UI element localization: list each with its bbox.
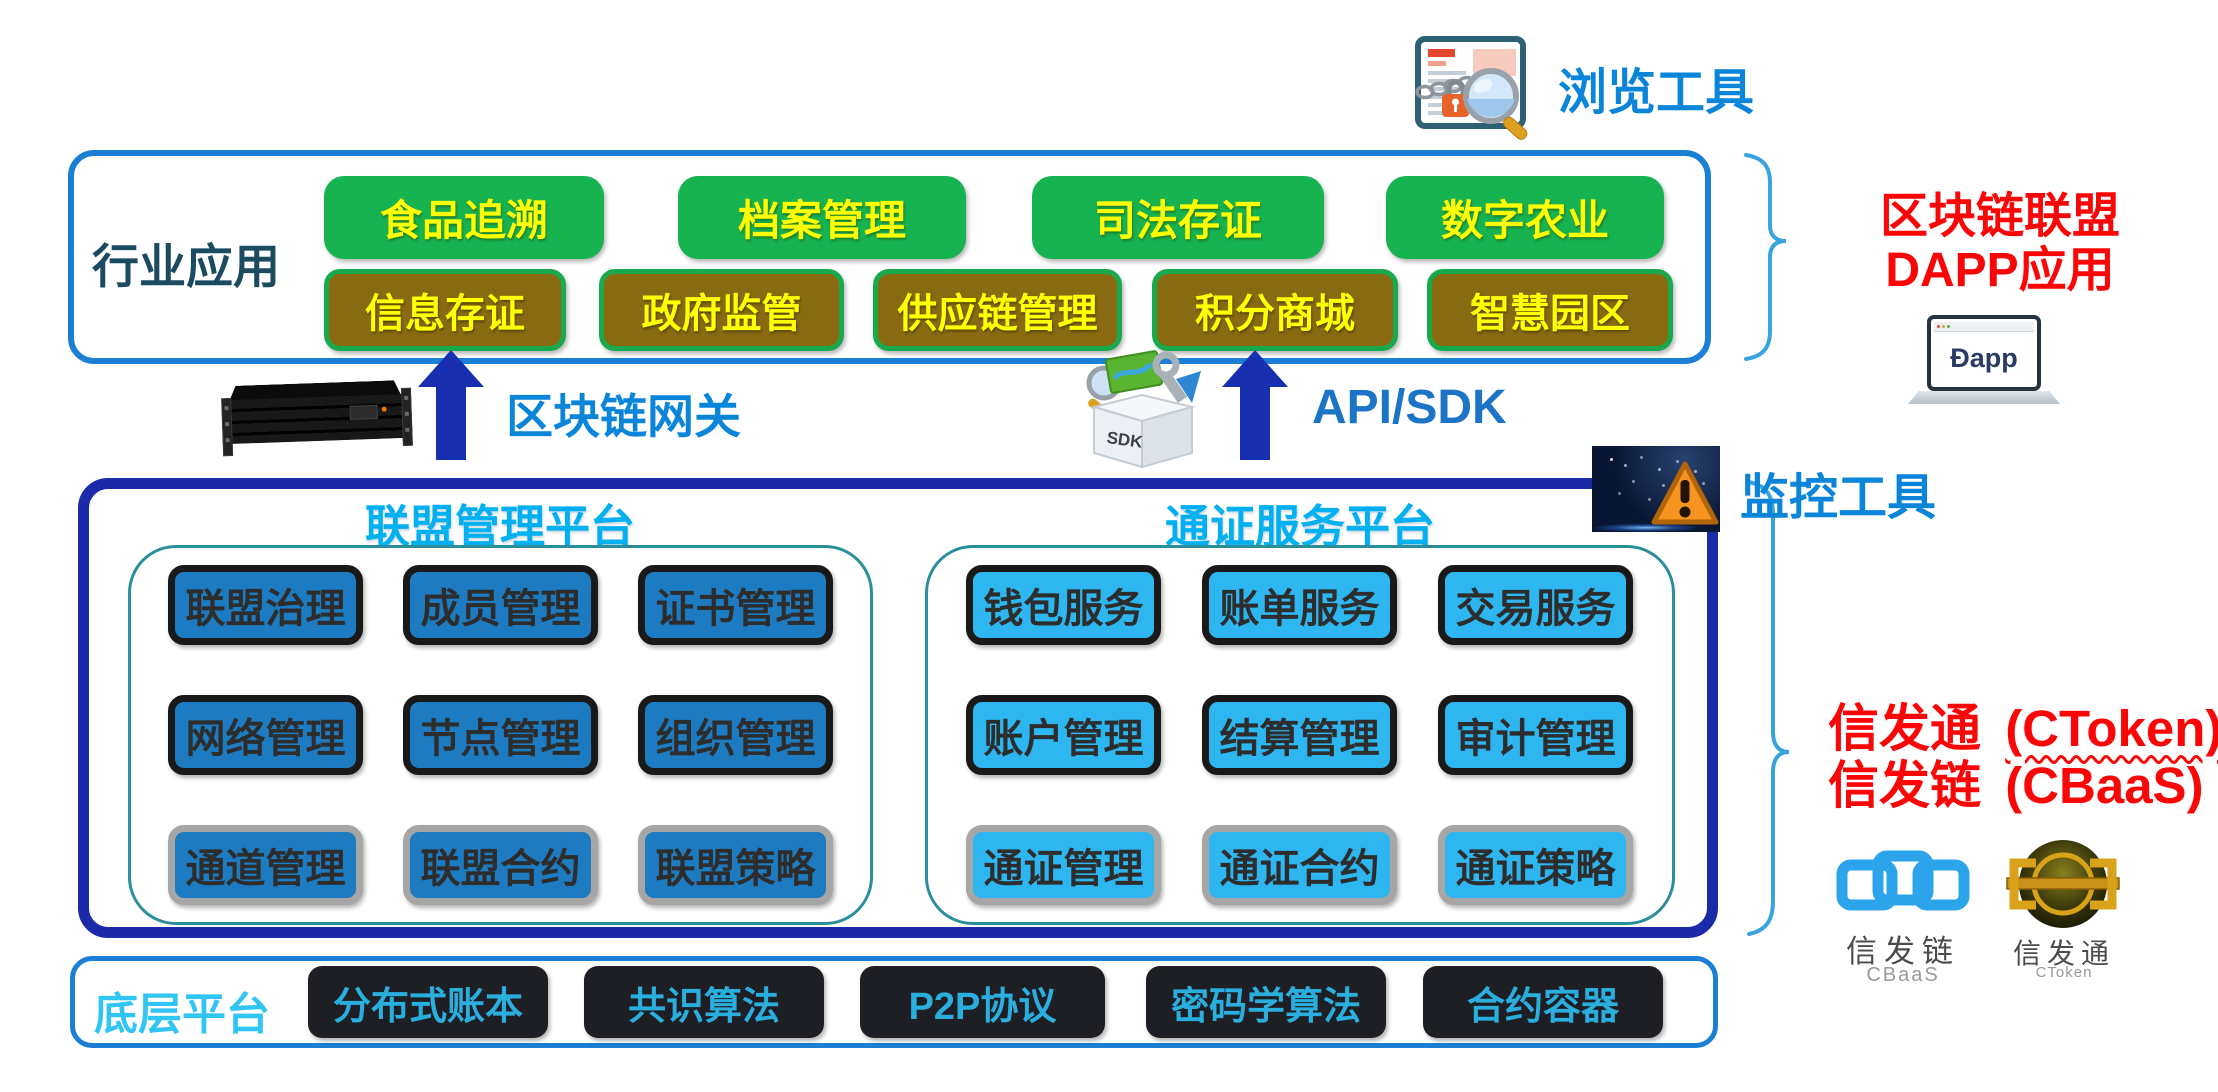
sdk-box-icon: SDK	[1086, 350, 1201, 469]
alliance-chip-channel-management: 通道管理	[168, 825, 363, 905]
base-chip-cryptography-algorithm: 密码学算法	[1146, 966, 1386, 1038]
alliance-chip-node-management: 节点管理	[403, 695, 598, 775]
alliance-chip-network-management: 网络管理	[168, 695, 363, 775]
token-chip-token-policy: 通证策略	[1438, 825, 1633, 905]
token-chip-billing-service: 账单服务	[1202, 565, 1397, 645]
app-chip-judicial-deposit: 司法存证	[1032, 176, 1324, 259]
token-chip-token-contract: 通证合约	[1202, 825, 1397, 905]
dapp-annotation-line1: 区块链联盟	[1879, 190, 2120, 243]
api-sdk-label: API/SDK	[1312, 381, 1507, 434]
cbaas-chain-logo	[1836, 850, 1970, 911]
app-chip-points-mall: 积分商城	[1152, 269, 1398, 351]
dapp-laptop-icon: Ðapp	[1908, 315, 2060, 405]
gateway-up-arrow	[418, 350, 484, 460]
token-chip-audit-management: 审计管理	[1438, 695, 1633, 775]
token-chip-token-management: 通证管理	[966, 825, 1161, 905]
laptop-screen: Ðapp	[1927, 315, 2041, 391]
alliance-chip-alliance-policy: 联盟策略	[638, 825, 833, 905]
base-chip-consensus-algorithm: 共识算法	[584, 966, 824, 1038]
product-annotation: 信发通 (CToken) 信发链 (CBaaS)	[1828, 700, 2218, 814]
product-annotation-line1: 信发通 (CToken)	[1828, 700, 2218, 757]
app-chip-food-traceability: 食品追溯	[324, 176, 604, 259]
alliance-chip-organization-management: 组织管理	[638, 695, 833, 775]
industry-applications-label: 行业应用	[92, 240, 280, 293]
laptop-dapp-label: Ðapp	[1950, 343, 2018, 373]
browse-tool-label: 浏览工具	[1558, 66, 1755, 120]
token-chip-account-management: 账户管理	[966, 695, 1161, 775]
server-icon	[221, 378, 414, 465]
cbaas-logo-name: 信发链	[1846, 934, 1960, 969]
token-chip-settlement-management: 结算管理	[1202, 695, 1397, 775]
cbaas-logo-subtitle: CBaaS	[1866, 964, 1940, 986]
alliance-chip-member-management: 成员管理	[403, 565, 598, 645]
alliance-platform-title: 联盟管理平台	[364, 501, 635, 552]
app-chip-smart-park: 智慧园区	[1427, 269, 1673, 351]
token-chip-wallet-service: 钱包服务	[966, 565, 1161, 645]
browser-tool-icon	[1415, 36, 1528, 140]
app-chip-archive-management: 档案管理	[678, 176, 966, 259]
laptop-browser-bar	[1934, 322, 2034, 332]
token-platform-title: 通证服务平台	[1164, 501, 1435, 552]
gateway-label: 区块链网关	[506, 390, 741, 443]
dapp-annotation: 区块链联盟 DAPP应用	[1855, 190, 2145, 298]
warning-icon	[1651, 461, 1719, 525]
app-chip-info-deposit: 信息存证	[324, 269, 566, 351]
industry-brace-icon	[1744, 153, 1787, 361]
alliance-chip-governance: 联盟治理	[168, 565, 363, 645]
app-chip-digital-agriculture: 数字农业	[1386, 176, 1664, 259]
monitor-tool-label: 监控工具	[1740, 471, 1937, 525]
ctoken-logo-subtitle: CToken	[2035, 964, 2093, 981]
sdk-box-label: SDK	[1106, 428, 1145, 452]
ctoken-gold-logo	[2006, 840, 2120, 928]
alliance-chip-certificate-management: 证书管理	[638, 565, 833, 645]
ctoken-logo-name: 信发通	[2012, 938, 2115, 969]
app-chip-government-supervision: 政府监管	[599, 269, 844, 351]
dapp-annotation-line2: DAPP应用	[1885, 243, 2115, 297]
token-chip-transaction-service: 交易服务	[1438, 565, 1633, 645]
base-chip-distributed-ledger: 分布式账本	[308, 966, 548, 1038]
product-annotation-line2: 信发链 (CBaaS)	[1828, 757, 2204, 815]
app-chip-supply-chain-management: 供应链管理	[873, 269, 1122, 351]
base-chip-p2p-protocol: P2P协议	[860, 966, 1105, 1038]
laptop-base	[1908, 391, 2060, 404]
alliance-chip-alliance-contract: 联盟合约	[403, 825, 598, 905]
api-sdk-up-arrow	[1222, 350, 1288, 460]
base-platform-label: 底层平台	[94, 990, 270, 1039]
platform-brace-icon	[1747, 480, 1790, 936]
base-chip-contract-container: 合约容器	[1423, 966, 1663, 1038]
